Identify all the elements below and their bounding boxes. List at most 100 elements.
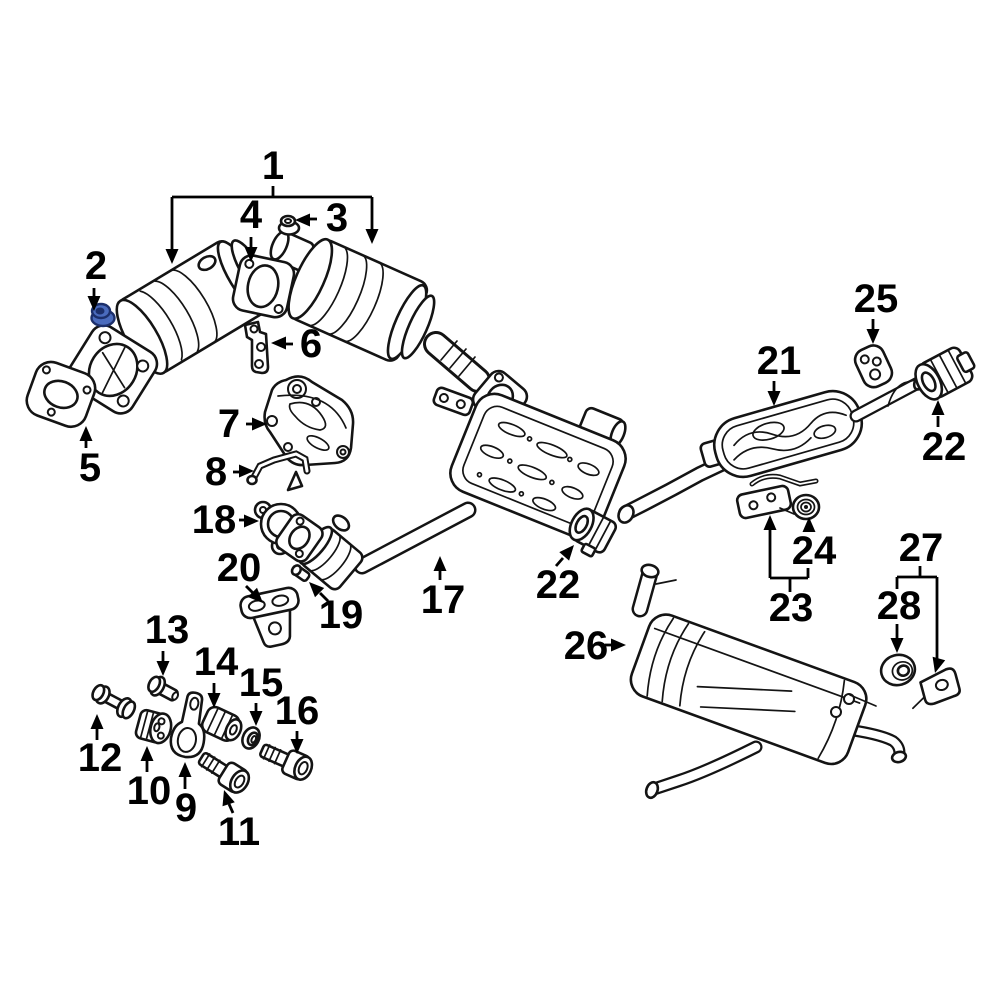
diagram-shape xyxy=(574,514,590,535)
part-11-socket-bolt xyxy=(197,752,251,794)
callout-label-17: 17 xyxy=(421,578,466,622)
callout-label-27: 27 xyxy=(899,526,944,570)
diagram-shape xyxy=(157,717,166,726)
callout-13: 13 xyxy=(145,608,189,676)
callout-arrowhead xyxy=(365,229,379,244)
callout-label-12: 12 xyxy=(78,736,123,780)
part-15-washer xyxy=(241,726,261,750)
diagram-shape xyxy=(147,675,162,694)
callout-label-24: 24 xyxy=(792,529,837,573)
part-17-front-pipe xyxy=(275,512,364,591)
diagram-shape xyxy=(587,516,612,551)
callout-leader-line xyxy=(554,557,565,567)
diagram-shape xyxy=(197,254,217,272)
callout-28: 28 xyxy=(877,584,921,653)
diagram-shape xyxy=(859,354,870,365)
diagram-shape xyxy=(98,331,112,345)
callout-label-2: 2 xyxy=(85,244,107,288)
diagram-shape xyxy=(712,389,864,479)
part-24-grommet xyxy=(791,493,821,521)
part-7-heat-shield xyxy=(263,375,355,467)
callout-label-4: 4 xyxy=(240,193,263,237)
callout-arrowhead xyxy=(247,587,263,603)
diagram-shape xyxy=(640,563,660,579)
diagram-shape xyxy=(310,247,349,327)
callout-label-8: 8 xyxy=(205,450,227,494)
diagram-shape xyxy=(476,471,483,478)
diagram-shape xyxy=(488,477,517,493)
callout-11: 11 xyxy=(218,790,260,854)
diagram-shape xyxy=(339,448,347,456)
callout-arrowhead xyxy=(866,329,880,344)
callout-17: 17 xyxy=(421,556,466,622)
callout-9: 9 xyxy=(175,762,197,830)
diagram-shape xyxy=(813,424,837,440)
diagram-shape xyxy=(271,594,290,607)
diagram-shape xyxy=(156,731,165,740)
callout-arrowhead xyxy=(295,213,310,227)
callout-arrowhead xyxy=(165,249,179,264)
callout-label-21: 21 xyxy=(757,339,802,383)
diagram-shape xyxy=(634,567,656,615)
diagram-shape xyxy=(920,371,937,393)
diagram-shape xyxy=(250,734,258,744)
diagram-shape xyxy=(288,401,327,431)
callout-19: 19 xyxy=(309,582,363,637)
callout-22a: 22 xyxy=(922,400,966,469)
diagram-shape xyxy=(849,694,877,707)
diagram-shape xyxy=(286,470,304,492)
part-22-clamp-middle xyxy=(568,507,618,558)
callout-25: 25 xyxy=(854,277,898,344)
callout-arrowhead xyxy=(890,638,904,653)
diagram-shape xyxy=(95,307,105,315)
part-8-support-rod xyxy=(246,450,311,492)
diagram-shape xyxy=(462,405,614,527)
callout-arrowhead xyxy=(611,638,626,652)
callout-arrowhead xyxy=(207,693,221,708)
callout-arrowhead xyxy=(309,582,325,598)
diagram-shape xyxy=(43,379,79,410)
diagram-shape xyxy=(251,452,309,481)
diagram-shape xyxy=(506,458,513,464)
diagram-shape xyxy=(310,536,352,581)
diagram-shape xyxy=(518,490,525,497)
diagram-shape xyxy=(536,441,568,459)
callout-15: 15 xyxy=(239,661,284,726)
part-28-grommet xyxy=(879,653,917,687)
diagram-shape xyxy=(121,700,137,720)
diagram-shape xyxy=(273,303,284,314)
diagram-shape xyxy=(497,421,526,438)
callout-label-14: 14 xyxy=(194,640,239,684)
callout-7: 7 xyxy=(218,402,267,446)
callout-label-15: 15 xyxy=(239,661,284,705)
part-4-gasket xyxy=(231,254,296,319)
part-2-flange-nut-highlighted xyxy=(90,302,116,328)
part-25-hanger xyxy=(853,344,894,389)
diagram-shape xyxy=(517,464,548,481)
diagram-shape xyxy=(796,498,816,516)
diagram-shape xyxy=(851,378,923,421)
callout-27: 27 xyxy=(895,526,946,673)
diagram-shape xyxy=(678,630,706,707)
diagram-shape xyxy=(228,724,238,736)
part-14-ribbed-bushing xyxy=(200,705,243,742)
diagram-shape xyxy=(617,504,635,524)
part-23-bracket xyxy=(735,473,819,520)
callout-arrowhead xyxy=(290,739,304,754)
diagram-shape xyxy=(869,368,882,381)
diagram-shape xyxy=(493,372,504,383)
diagram-shape xyxy=(331,514,351,532)
part-13-flanged-sleeve xyxy=(147,675,180,702)
callout-14: 14 xyxy=(194,640,239,708)
diagram-shape xyxy=(148,712,173,745)
callout-arrowhead xyxy=(140,746,154,761)
diagram-shape xyxy=(326,254,368,335)
diagram-shape xyxy=(696,685,796,713)
diagram-shape xyxy=(629,613,868,766)
diagram-shape xyxy=(246,264,280,309)
diagram-shape xyxy=(733,411,847,447)
diagram-shape xyxy=(934,678,949,692)
callout-12: 12 xyxy=(78,714,123,780)
